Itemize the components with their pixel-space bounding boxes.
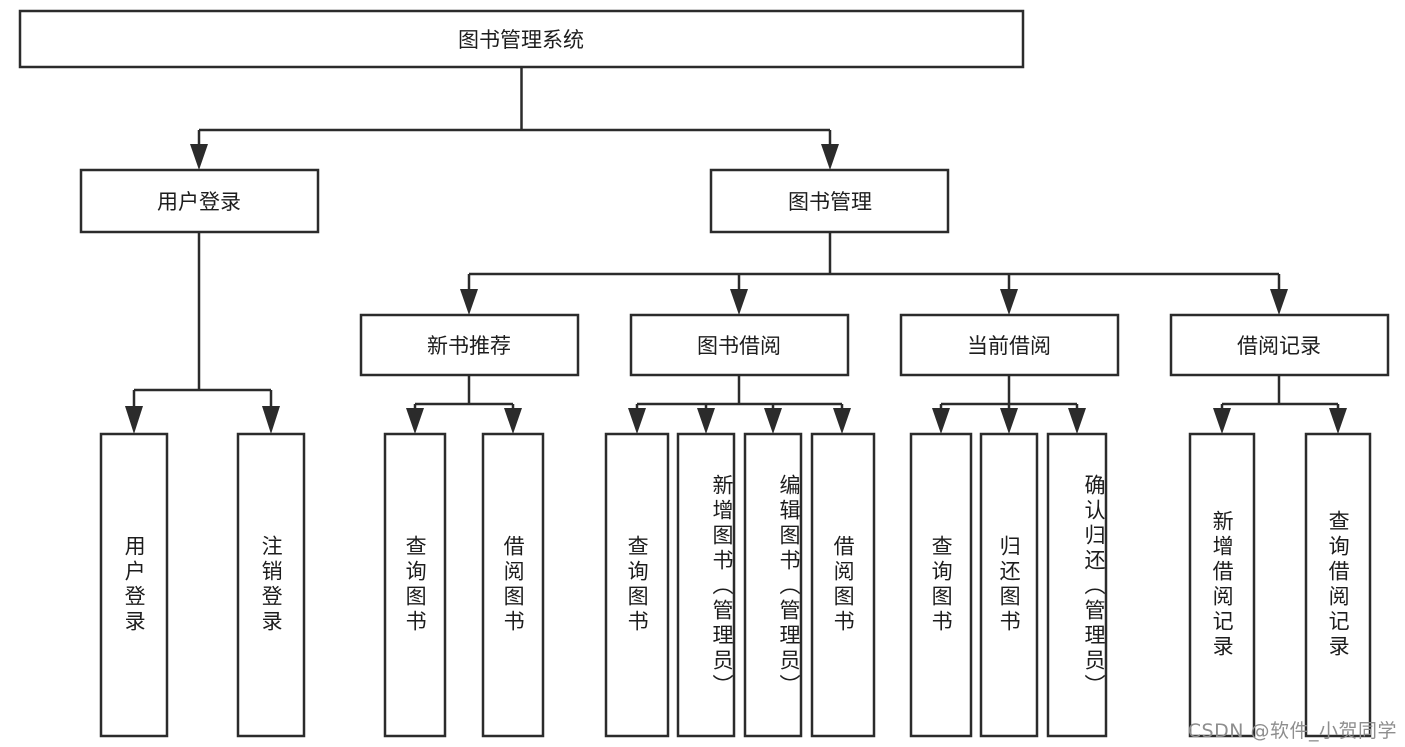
connector-group-borrow: [635, 375, 844, 412]
node-box-leaf-4[interactable]: [481, 432, 545, 738]
node-box-leaf-11[interactable]: [1046, 432, 1108, 738]
arrowheads-login-leaves: [125, 406, 280, 434]
node-label-records: 借阅记录: [1237, 334, 1321, 358]
node-box-login[interactable]: [79, 168, 320, 234]
node-label-leaf-7: 编辑图书（管理员）: [777, 473, 801, 699]
node-label-leaf-1: 用户登录: [122, 535, 147, 635]
arrowheads-level3: [460, 289, 1288, 315]
connector-group-current: [939, 375, 1079, 412]
node-box-leaf-12[interactable]: [1188, 432, 1256, 738]
connector-group-bookmgmt: [467, 232, 1281, 292]
node-label-leaf-8: 借阅图书: [831, 535, 856, 635]
node-box-records[interactable]: [1169, 313, 1390, 377]
node-box-newbook[interactable]: [359, 313, 580, 377]
node-box-borrow[interactable]: [629, 313, 850, 377]
node-box-leaf-10[interactable]: [979, 432, 1039, 738]
node-label-leaf-12: 新增借阅记录: [1210, 510, 1235, 660]
node-box-leaf-6[interactable]: [676, 432, 736, 738]
node-label-leaf-9: 查询图书: [929, 535, 954, 635]
node-label-leaf-2: 注销登录: [259, 535, 284, 635]
node-label-newbook: 新书推荐: [427, 334, 511, 358]
node-box-leaf-9[interactable]: [909, 432, 973, 738]
node-box-leaf-5[interactable]: [604, 432, 670, 738]
node-box-leaf-2[interactable]: [236, 432, 306, 738]
node-box-leaf-3[interactable]: [383, 432, 447, 738]
arrowhead-to-bookmgmt: [821, 144, 839, 170]
node-label-bookmgmt: 图书管理: [788, 190, 872, 214]
connector-group-root: [197, 67, 832, 150]
node-label-leaf-10: 归还图书: [997, 535, 1022, 635]
connector-group-login: [132, 232, 273, 408]
node-label-leaf-5: 查询图书: [625, 535, 650, 635]
node-box-leaf-1[interactable]: [99, 432, 169, 738]
node-label-current: 当前借阅: [967, 334, 1051, 358]
node-label-login: 用户登录: [157, 190, 241, 214]
node-box-bookmgmt[interactable]: [709, 168, 950, 234]
node-label-leaf-11: 确认归还（管理员）: [1082, 473, 1106, 699]
node-label-leaf-13: 查询借阅记录: [1326, 510, 1351, 660]
node-label-root: 图书管理系统: [458, 28, 584, 52]
node-label-leaf-6: 新增图书（管理员）: [710, 473, 734, 699]
connector-group-records: [1220, 375, 1340, 412]
arrowhead-to-login: [190, 144, 208, 170]
arrowheads-newbook-leaves: [406, 408, 522, 434]
node-box-leaf-13[interactable]: [1304, 432, 1372, 738]
node-box-leaf-7[interactable]: [743, 432, 803, 738]
node-box-root[interactable]: [18, 9, 1025, 69]
node-box-leaf-8[interactable]: [810, 432, 876, 738]
connector-group-newbook: [413, 375, 515, 412]
arrowheads-records-leaves: [1213, 408, 1347, 434]
node-label-borrow: 图书借阅: [697, 334, 781, 358]
node-box-current[interactable]: [899, 313, 1120, 377]
arrowheads-borrow-leaves: [628, 408, 851, 434]
arrowheads-current-leaves: [932, 408, 1086, 434]
node-label-leaf-4: 借阅图书: [501, 535, 526, 635]
node-label-leaf-3: 查询图书: [403, 535, 428, 635]
